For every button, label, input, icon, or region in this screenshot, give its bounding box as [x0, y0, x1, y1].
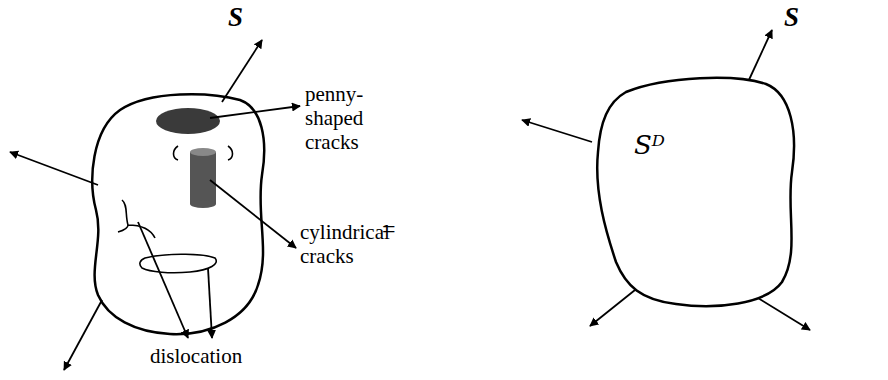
dislocation-loop [140, 254, 216, 273]
stress-symbol: S [784, 2, 799, 33]
solid-body [92, 94, 264, 334]
symbol-label: Sᴰ [634, 130, 665, 160]
stress-arrow [10, 152, 98, 185]
stress-arrow [64, 300, 102, 370]
stress-arrow [748, 30, 772, 82]
homogenised-body: Sᴰ [586, 72, 802, 310]
body-outline [586, 72, 802, 310]
equals-sign: = [382, 216, 396, 244]
dislocation-line [174, 146, 233, 160]
callout-label: dislocation [150, 344, 242, 368]
stress-arrow [222, 40, 262, 102]
dislocation-line [118, 200, 155, 238]
leader-line [208, 268, 212, 338]
stress-symbol: S [228, 2, 243, 33]
cylinder-crack [190, 148, 216, 208]
stress-arrow [758, 298, 810, 330]
callout-label: penny-shaped cracks [305, 82, 417, 154]
leader-line [138, 222, 188, 338]
stress-arrow [522, 120, 592, 142]
leader-line [210, 180, 296, 248]
penny-crack [156, 108, 220, 134]
stress-arrow [590, 286, 640, 326]
leader-line [210, 106, 300, 118]
